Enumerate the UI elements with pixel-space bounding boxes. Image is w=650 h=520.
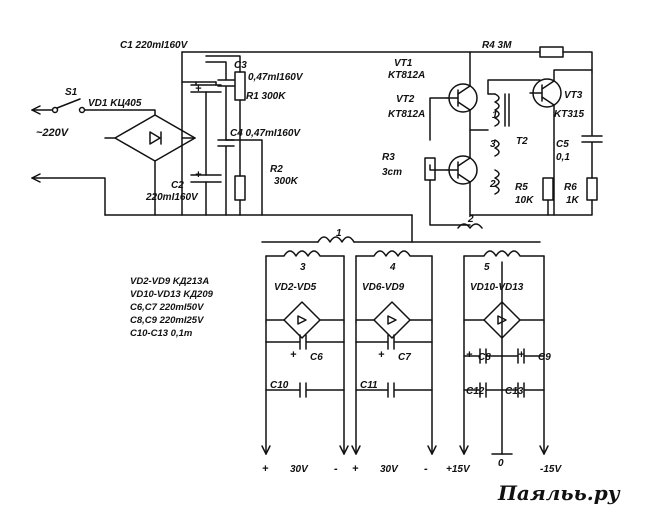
transistor-vt1 — [446, 83, 478, 113]
label-winding-4: 4 — [389, 262, 396, 273]
output-plus-1: + — [262, 463, 269, 475]
label-vt3-type: KT315 — [554, 109, 584, 120]
output-plus-2: + — [352, 463, 359, 475]
label-bridge-vd2-vd5: VD2-VD5 — [274, 282, 317, 293]
label-r2: R2 — [270, 164, 283, 175]
label-c6: C6 — [310, 352, 323, 363]
label-t2: T2 — [516, 136, 528, 147]
label-winding-2a: 2 — [489, 179, 496, 190]
polarity-c3: + — [195, 83, 202, 95]
polarity-c6: + — [290, 349, 297, 361]
polarity-c9: + — [518, 349, 525, 361]
output-voltage-1: 30V — [290, 464, 309, 475]
transformer-t1 — [261, 214, 541, 243]
label-c13: C13 — [505, 386, 524, 397]
label-r5: R5 — [515, 182, 528, 193]
label-vt2-type: KT812A — [388, 109, 425, 120]
label-bridge-vd10-vd13: VD10-VD13 — [470, 282, 524, 293]
note-caps-c10-c13: C10-C13 0,1m — [130, 328, 193, 339]
transistor-section — [424, 51, 603, 229]
output-minus-2: - — [424, 463, 428, 475]
output-ground: 0 — [498, 458, 504, 469]
note-diodes-vd10-vd13: VD10-VD13 KД209 — [130, 289, 214, 300]
label-ac-input: ~220V — [36, 127, 70, 139]
resistor-r1 — [234, 71, 246, 101]
label-bridge-vd6-vd9: VD6-VD9 — [362, 282, 405, 293]
label-r1: R1 300K — [246, 91, 286, 102]
output-channel-3 — [459, 250, 549, 455]
label-winding-3b: 3 — [300, 262, 306, 273]
label-vd1: VD1 KЦ405 — [88, 98, 142, 109]
label-c8: C8 — [478, 352, 491, 363]
polarity-c8: + — [466, 349, 473, 361]
label-vt1-type: KT812A — [388, 70, 425, 81]
label-winding-5: 5 — [484, 262, 490, 273]
label-c3-value: 0,47mI160V — [248, 72, 304, 83]
polarity-c7: + — [378, 349, 385, 361]
label-vt3: VT3 — [564, 90, 583, 101]
label-c1: C1 220mI160V — [120, 40, 189, 51]
label-r6-value: 1K — [566, 195, 580, 206]
label-c12: C12 — [466, 386, 485, 397]
label-r3: R3 — [382, 152, 395, 163]
transistor-vt2 — [446, 155, 478, 185]
label-c2: C2 — [171, 180, 184, 191]
label-vt2: VT2 — [396, 94, 415, 105]
label-winding-3a: 3 — [490, 139, 496, 150]
label-c5-value: 0,1 — [556, 152, 570, 163]
transformer-t2 — [494, 93, 510, 195]
label-c10: C10 — [270, 380, 289, 391]
label-r2-value: 300K — [274, 176, 299, 187]
transistor-vt3 — [529, 78, 562, 108]
label-r6: R6 — [564, 182, 577, 193]
label-c7: C7 — [398, 352, 411, 363]
switch-s1 — [56, 98, 81, 109]
resistor-r4 — [539, 46, 564, 58]
resistor-r6 — [586, 177, 598, 201]
output-minus-1: - — [334, 463, 338, 475]
label-r4: R4 3M — [482, 40, 512, 51]
label-winding-2b: 2 — [467, 214, 474, 225]
label-winding-1a: 1 — [492, 110, 498, 121]
watermark: Паяльь.ру — [497, 481, 621, 505]
input-section — [31, 46, 593, 216]
label-c9: C9 — [538, 352, 551, 363]
label-r5-value: 10K — [515, 195, 534, 206]
polarity-c2: + — [195, 169, 202, 181]
label-vt1: VT1 — [394, 58, 413, 69]
note-diodes-vd2-vd9: VD2-VD9 KД213A — [130, 276, 209, 287]
label-c4: C4 0,47mI160V — [230, 128, 301, 139]
output-plus-15v: +15V — [446, 464, 471, 475]
label-r3-value: 3cm — [382, 167, 402, 178]
note-caps-c6-c7: C6,C7 220mI50V — [130, 302, 204, 313]
output-channel-2 — [351, 250, 437, 455]
resistor-r5 — [542, 177, 554, 201]
output-minus-15v: -15V — [540, 464, 562, 475]
label-c11: C11 — [360, 380, 378, 391]
output-voltage-2: 30V — [380, 464, 399, 475]
label-c3: C3 — [234, 60, 247, 71]
note-caps-c8-c9: C8,C9 220mI25V — [130, 315, 204, 326]
label-c5: C5 — [556, 139, 569, 150]
output-channel-1 — [261, 250, 349, 455]
label-winding-1b: 1 — [336, 228, 342, 239]
label-s1: S1 — [65, 87, 78, 98]
label-c2-value: 220mI160V — [145, 192, 199, 203]
